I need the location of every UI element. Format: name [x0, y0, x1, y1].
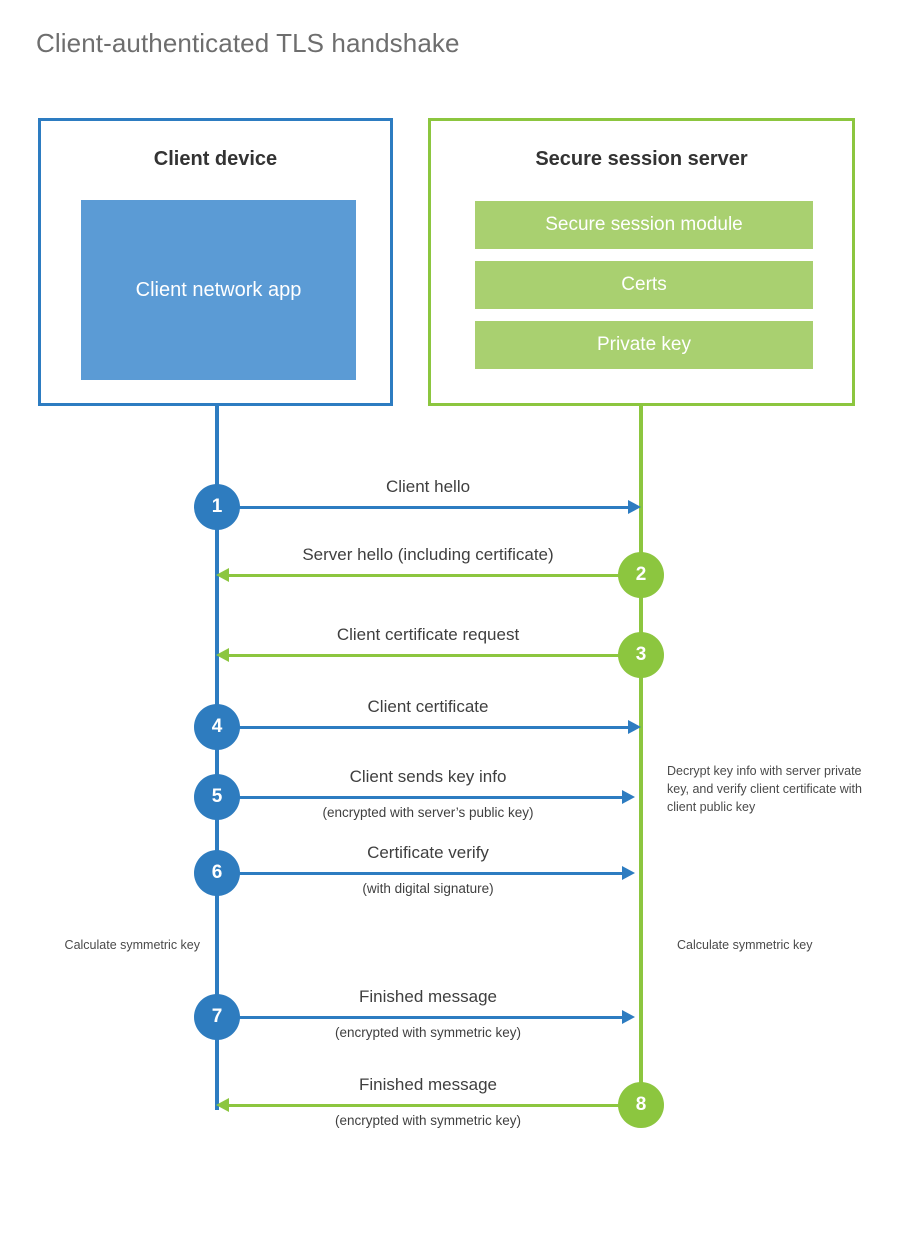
- step-badge-7[interactable]: 7: [194, 994, 240, 1040]
- arrow-head-5: [622, 790, 635, 804]
- client-calculate-symmetric-key-annotation: Calculate symmetric key: [64, 938, 200, 952]
- arrow-line-5: [217, 796, 622, 799]
- server-decrypt-annotation: Decrypt key info with server private key…: [667, 764, 862, 815]
- arrow-line-8: [229, 1104, 641, 1107]
- server-module-private-key: Private key: [475, 321, 813, 369]
- arrow-head-6: [622, 866, 635, 880]
- client-device-box: Client device Client network app: [38, 118, 393, 406]
- step-badge-8[interactable]: 8: [618, 1082, 664, 1128]
- client-network-app-block: Client network app: [81, 200, 356, 380]
- client-device-title: Client device: [153, 148, 278, 170]
- secure-session-server-title: Secure session server: [535, 148, 748, 170]
- arrow-head-7: [622, 1010, 635, 1024]
- message-label-1: Client hello: [385, 477, 471, 496]
- arrow-head-8: [216, 1098, 229, 1112]
- step-badge-6[interactable]: 6: [194, 850, 240, 896]
- arrow-head-1: [628, 500, 641, 514]
- message-sublabel-8: (encrypted with symmetric key): [334, 1113, 522, 1128]
- server-calculate-symmetric-key-annotation: Calculate symmetric key: [677, 938, 813, 952]
- secure-session-server-box: Secure session server Secure session mod…: [428, 118, 855, 406]
- server-module-certs: Certs: [475, 261, 813, 309]
- step-badge-5[interactable]: 5: [194, 774, 240, 820]
- arrow-head-2: [216, 568, 229, 582]
- arrow-head-4: [628, 720, 641, 734]
- message-label-4: Client certificate: [367, 697, 489, 716]
- server-lifeline: [639, 404, 643, 1106]
- message-label-3: Client certificate request: [336, 625, 520, 644]
- arrow-head-3: [216, 648, 229, 662]
- server-module-stack: Secure session module Certs Private key: [475, 201, 813, 381]
- step-badge-4[interactable]: 4: [194, 704, 240, 750]
- page-title: Client-authenticated TLS handshake: [36, 28, 460, 58]
- step-badge-1[interactable]: 1: [194, 484, 240, 530]
- message-label-7: Finished message: [359, 987, 497, 1006]
- arrow-line-2: [229, 574, 641, 577]
- message-label-8: Finished message: [359, 1075, 497, 1094]
- arrow-line-4: [217, 726, 628, 729]
- arrow-line-1: [217, 506, 628, 509]
- message-sublabel-7: (encrypted with symmetric key): [334, 1025, 522, 1040]
- message-label-5: Client sends key info: [349, 767, 507, 786]
- message-label-2: Server hello (including certificate): [302, 545, 554, 564]
- step-badge-3[interactable]: 3: [618, 632, 664, 678]
- message-sublabel-6: (with digital signature): [362, 881, 494, 896]
- arrow-line-3: [229, 654, 641, 657]
- server-module-secure-session: Secure session module: [475, 201, 813, 249]
- step-badge-2[interactable]: 2: [618, 552, 664, 598]
- arrow-line-7: [217, 1016, 622, 1019]
- client-lifeline: [215, 404, 219, 1110]
- message-label-6: Certificate verify: [367, 843, 489, 862]
- arrow-line-6: [217, 872, 622, 875]
- message-sublabel-5: (encrypted with server’s public key): [322, 805, 534, 820]
